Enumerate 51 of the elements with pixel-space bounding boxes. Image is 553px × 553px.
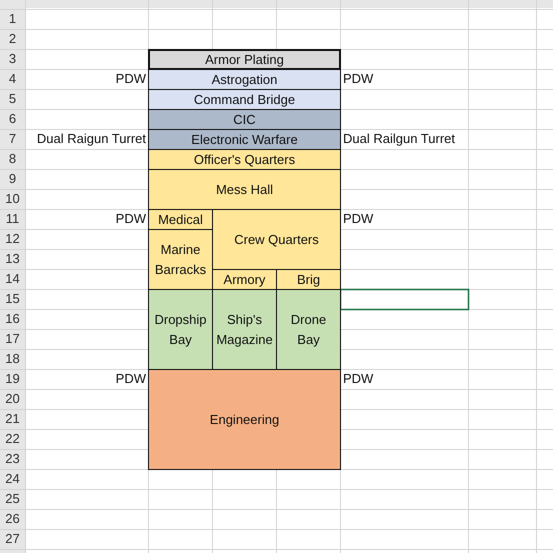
- weapon-label: PDW: [343, 70, 374, 88]
- row-number: 3: [8, 50, 18, 68]
- row-number: 13: [4, 250, 21, 268]
- row-number: 19: [4, 370, 21, 388]
- room-cell: Brig: [276, 269, 341, 290]
- row-number: 9: [8, 170, 18, 188]
- row-number: 26: [4, 510, 21, 528]
- room-cell: Officer's Quarters: [148, 149, 341, 170]
- weapon-label: PDW: [116, 210, 146, 228]
- weapon-label: Dual Railgun Turret: [343, 130, 455, 148]
- row-number: 17: [4, 330, 21, 348]
- row-number: 22: [4, 430, 21, 448]
- room-cell: Astrogation: [148, 69, 341, 90]
- row-number: 18: [4, 350, 21, 368]
- row-number: 25: [4, 490, 21, 508]
- row-number: 6: [8, 110, 18, 128]
- weapon-label: PDW: [116, 370, 146, 388]
- room-cell: Medical: [148, 209, 213, 230]
- room-cell: Electronic Warfare: [148, 129, 341, 150]
- weapon-label: PDW: [343, 210, 374, 228]
- row-number: 21: [4, 410, 21, 428]
- row-number: 14: [4, 270, 21, 288]
- row-number: 15: [4, 290, 21, 308]
- room-cell: Armor Plating: [148, 49, 341, 70]
- room-cell: Dropship Bay: [148, 289, 213, 370]
- room-cell: Drone Bay: [276, 289, 341, 370]
- room-cell: Armory: [212, 269, 277, 290]
- row-number: 1: [8, 10, 18, 28]
- room-cell: Mess Hall: [148, 169, 341, 210]
- room-cell: Ship's Magazine: [212, 289, 277, 370]
- row-number: 16: [4, 310, 21, 328]
- room-cell: Engineering: [148, 369, 341, 470]
- row-number: 2: [8, 30, 18, 48]
- row-number: 23: [4, 450, 21, 468]
- room-cell: CIC: [148, 109, 341, 130]
- weapon-label: Dual Raigun Turret: [36, 130, 146, 148]
- room-cell: Marine Barracks: [148, 229, 213, 290]
- row-number: 4: [8, 70, 18, 88]
- row-number: 12: [4, 230, 21, 248]
- room-cell: Crew Quarters: [212, 209, 341, 270]
- row-number: 7: [8, 130, 18, 148]
- row-number: 20: [4, 390, 21, 408]
- row-number: 5: [8, 90, 18, 108]
- row-number: 24: [4, 470, 21, 488]
- room-cell: Command Bridge: [148, 89, 341, 110]
- row-number: 8: [8, 150, 18, 168]
- row-number: 11: [4, 210, 20, 228]
- weapon-label: PDW: [343, 370, 374, 388]
- row-number: 10: [4, 190, 21, 208]
- weapon-label: PDW: [116, 70, 146, 88]
- row-number: 27: [4, 530, 21, 548]
